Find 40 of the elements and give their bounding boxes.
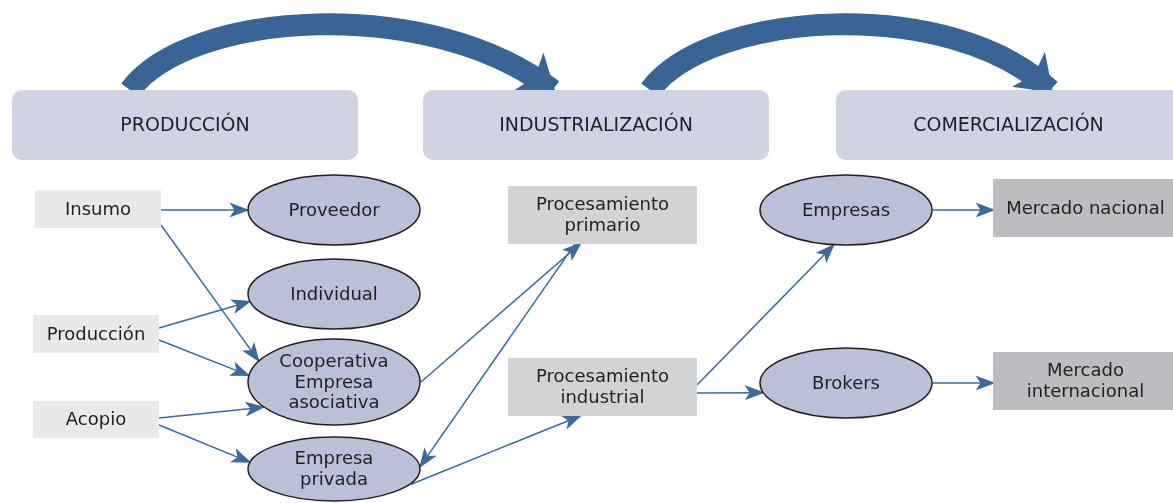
stage-label: PRODUCCIÓN [120,114,250,136]
actor-ellipse [247,338,421,426]
node-label: Proveedor [288,199,380,221]
node-label: Producción [46,323,146,345]
market-box [993,352,1173,410]
arrow [420,242,582,383]
arrow [158,339,251,376]
actor-ellipse [759,174,933,246]
node-label: Procesamiento industrial [535,366,670,408]
stage-box [836,90,1173,160]
node-label: Procesamiento primario [535,194,670,236]
actor-ellipse [759,347,933,419]
stage-box [12,90,358,160]
process-box [508,358,697,416]
arrow [158,401,266,419]
actor-ellipse [247,174,421,246]
arrow [160,224,260,363]
process-box [508,186,697,244]
node-label: Mercado internacional [1025,360,1146,402]
input-box [35,190,161,228]
node-label: Individual [290,283,378,305]
arrow [696,243,835,386]
arrow [158,424,252,463]
stage-label: COMERCIALIZACIÓN [913,114,1104,136]
actor-ellipse [247,258,421,330]
stage-box [423,90,769,160]
actor-ellipse [247,436,421,502]
input-box [33,315,159,353]
node-label: Brokers [812,372,880,394]
arrow [419,243,576,468]
node-label: Insumo [64,198,132,220]
node-label: Acopio [65,409,127,430]
arrow [410,415,583,485]
node-label: Empresa privada [293,448,375,490]
node-label: Mercado nacional [1006,197,1165,219]
market-box [993,179,1173,237]
node-label: Cooperativa Empresa asociativa [278,350,390,414]
node-label: Empresas [801,199,891,221]
input-box [33,401,159,438]
stage-label: INDUSTRIALIZACIÓN [499,114,693,136]
